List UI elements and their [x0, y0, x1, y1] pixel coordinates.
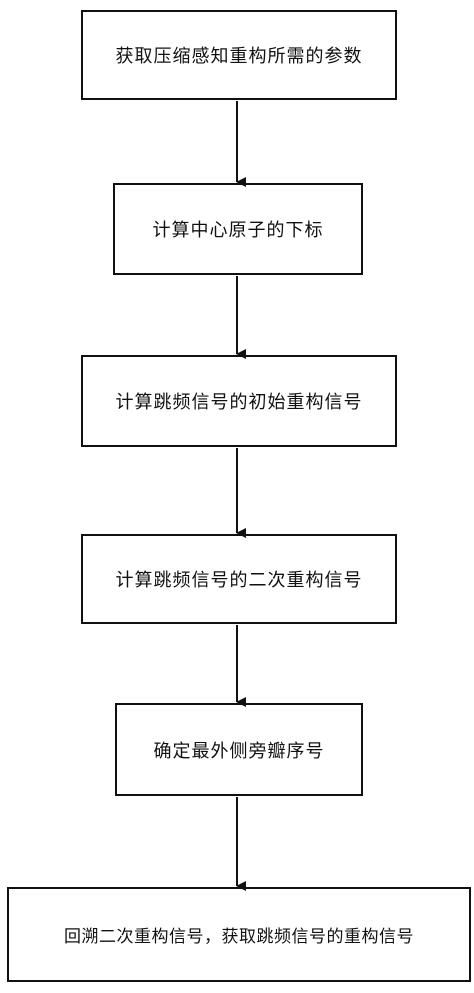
step-label: 回溯二次重构信号，获取跳频信号的重构信号: [64, 927, 414, 947]
step-box-get-parameters: 获取压缩感知重构所需的参数: [81, 10, 397, 100]
step-label: 计算跳频信号的初始重构信号: [115, 392, 363, 413]
step-label: 计算跳频信号的二次重构信号: [115, 570, 363, 591]
step-label: 获取压缩感知重构所需的参数: [115, 46, 363, 67]
step-label: 确定最外侧旁瓣序号: [153, 740, 325, 762]
step-box-center-atom-index: 计算中心原子的下标: [113, 183, 363, 275]
step-label: 计算中心原子的下标: [152, 220, 324, 241]
step-box-outer-sidelobe-index: 确定最外侧旁瓣序号: [115, 703, 363, 796]
step-box-secondary-reconstruction: 计算跳频信号的二次重构信号: [81, 534, 397, 624]
step-box-backtrack-reconstruction: 回溯二次重构信号，获取跳频信号的重构信号: [7, 887, 471, 982]
step-box-initial-reconstruction: 计算跳频信号的初始重构信号: [81, 355, 397, 447]
